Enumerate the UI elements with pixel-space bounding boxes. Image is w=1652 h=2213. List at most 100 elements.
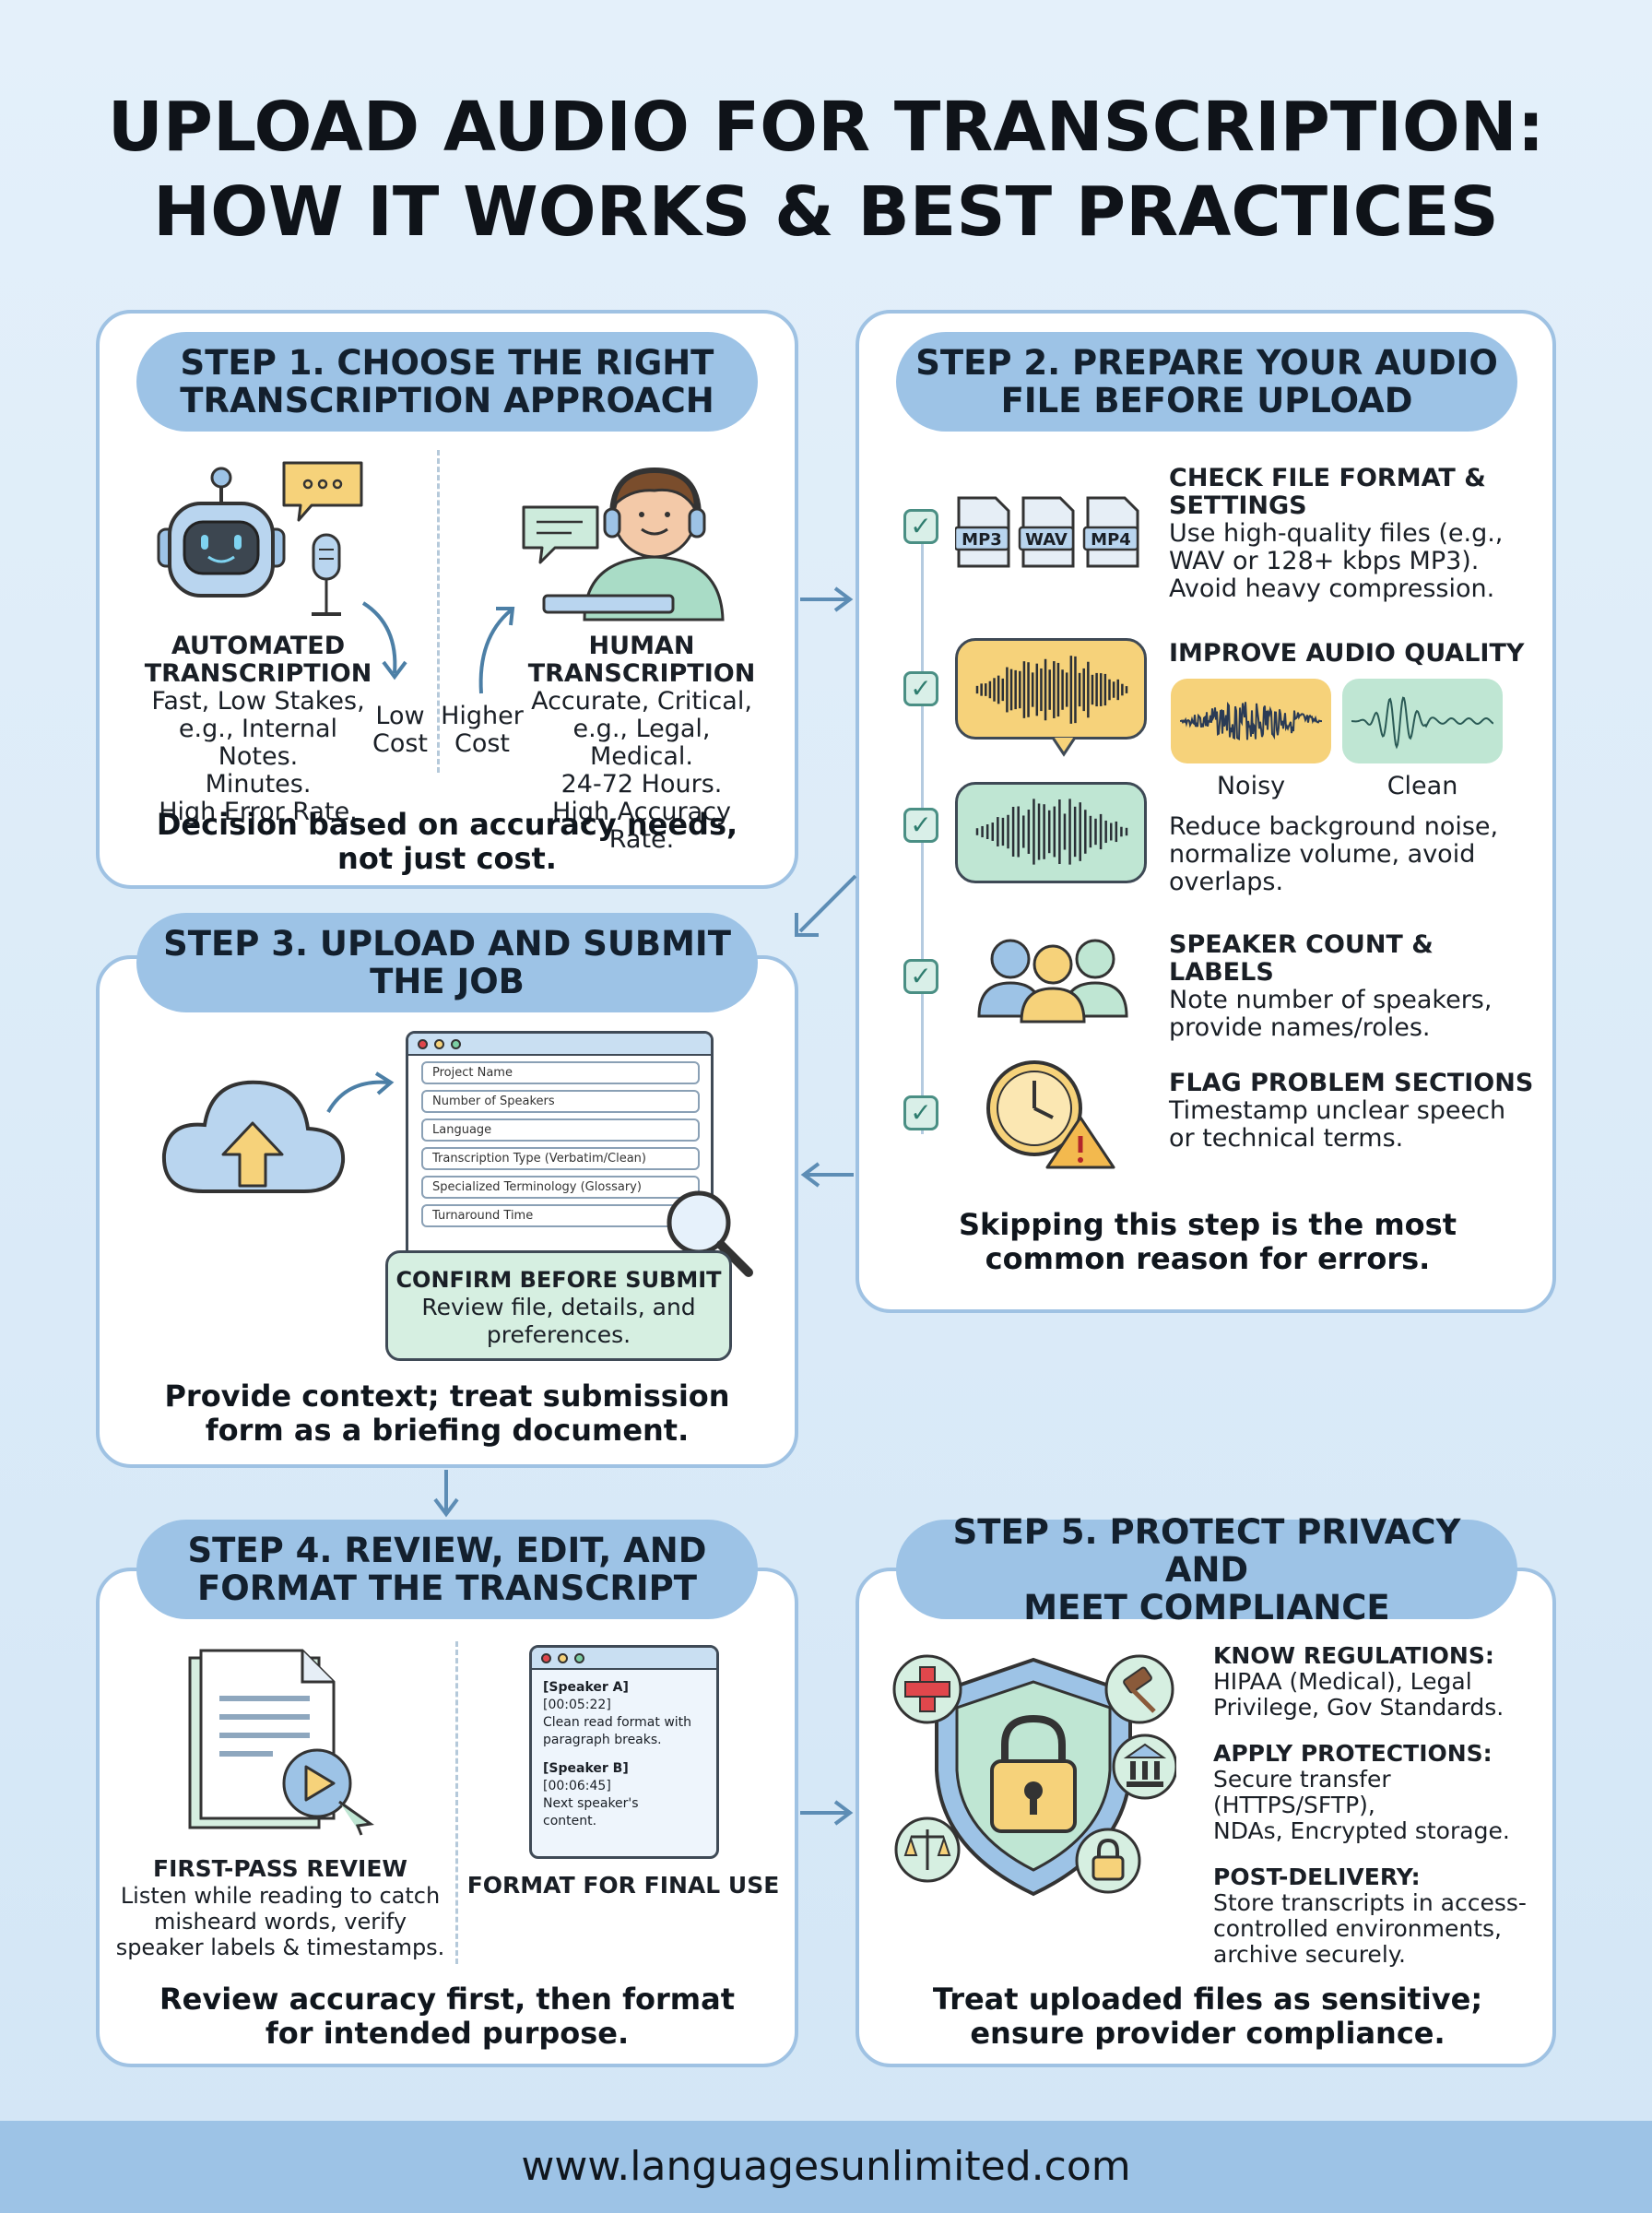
title-line-2: HOW IT WORKS & BEST PRACTICES	[153, 172, 1499, 252]
post-delivery-line-1: Store transcripts in access-	[1213, 1889, 1527, 1916]
step5-text: KNOW REGULATIONS: HIPAA (Medical), Legal…	[1213, 1643, 1545, 1968]
checkbox-speakers: ✓	[903, 959, 938, 994]
review-line-3: speaker labels & timestamps.	[115, 1935, 445, 1960]
automated-transcription-text: AUTOMATED TRANSCRIPTION Fast, Low Stakes…	[138, 633, 378, 826]
microphone-icon	[312, 533, 341, 616]
cloud-upload-icon	[161, 1080, 346, 1193]
step1-header-line2: TRANSCRIPTION APPROACH	[180, 381, 714, 420]
protections-line-2: NDAs, Encrypted storage.	[1213, 1817, 1510, 1844]
step1-note: Decision based on accuracy needs, not ju…	[138, 808, 756, 876]
confirm-before-submit-box: CONFIRM BEFORE SUBMIT Review file, detai…	[385, 1250, 732, 1361]
step5-note-1: Treat uploaded files as sensitive;	[932, 1982, 1483, 2017]
file-icons	[955, 496, 1139, 568]
human-line-3: 24-72 Hours.	[560, 770, 723, 799]
file-format-text: CHECK FILE FORMAT & SETTINGS Use high-qu…	[1169, 465, 1538, 603]
form-field-project-name[interactable]: Project Name	[421, 1061, 700, 1084]
audio-quality-line-2: normalize volume, avoid	[1169, 840, 1476, 869]
arrow-step2-to-step3-upper	[795, 874, 857, 937]
form-field-transcription-type[interactable]: Transcription Type (Verbatim/Clean)	[421, 1147, 700, 1170]
step5-header-line1: STEP 5. PROTECT PRIVACY AND	[952, 1511, 1461, 1590]
step2-note: Skipping this step is the most common re…	[885, 1208, 1530, 1276]
human-title-1: HUMAN	[588, 632, 695, 660]
higher-cost-2: Cost	[454, 729, 511, 758]
arrow-step3-to-step4	[433, 1470, 459, 1518]
upload-arrow-icon	[326, 1071, 395, 1113]
protections-title: APPLY PROTECTIONS:	[1213, 1740, 1493, 1767]
step3-note: Provide context; treat submission form a…	[138, 1379, 756, 1448]
problem-sections-line-2: or technical terms.	[1169, 1124, 1404, 1153]
auto-line-3: Minutes.	[205, 770, 312, 799]
transcript-close-dot	[541, 1652, 551, 1663]
low-cost-2: Cost	[372, 729, 429, 758]
clean-mini-waveform	[1351, 696, 1493, 750]
noisy-mini-waveform	[1180, 701, 1322, 740]
window-minimize-dot	[434, 1038, 444, 1049]
human-line-4: High Accuracy Rate.	[552, 798, 731, 854]
auto-title-1: AUTOMATED	[171, 632, 346, 660]
window-close-dot	[418, 1038, 428, 1049]
speaker-count-text: SPEAKER COUNT & LABELS Note number of sp…	[1169, 931, 1538, 1042]
step4-header-line2: FORMAT THE TRANSCRIPT	[196, 1568, 698, 1608]
transcript-maximize-dot	[574, 1652, 584, 1663]
page-title: UPLOAD AUDIO FOR TRANSCRIPTION: HOW IT W…	[0, 85, 1652, 254]
first-pass-review-text: FIRST-PASS REVIEW Listen while reading t…	[114, 1855, 446, 1960]
step5-header-line2: MEET COMPLIANCE	[1023, 1587, 1390, 1627]
review-line-2: misheard words, verify	[153, 1909, 407, 1935]
checkbox-noise: ✓	[903, 808, 938, 843]
transcript-title-bar	[532, 1648, 716, 1670]
human-transcriber-icon	[542, 467, 725, 621]
step3-note-2: form as a briefing document.	[205, 1413, 690, 1448]
speaker-count-title: SPEAKER COUNT & LABELS	[1169, 930, 1434, 987]
higher-cost-1: Higher	[441, 702, 524, 730]
speaker-count-line-1: Note number of speakers,	[1169, 986, 1493, 1014]
speaker-a-text-1: Clean read format with	[543, 1715, 692, 1730]
step2-header-line2: FILE BEFORE UPLOAD	[1000, 381, 1413, 420]
speaker-a-text-2: paragraph breaks.	[543, 1733, 662, 1747]
transcript-window: [Speaker A] [00:05:22] Clean read format…	[529, 1645, 719, 1859]
auto-line-2: e.g., Internal Notes.	[178, 715, 338, 771]
human-line-2: e.g., Legal, Medical.	[572, 715, 711, 771]
file-label-mp3: MP3	[962, 530, 1002, 550]
speaker-a-label: [Speaker A]	[543, 1680, 629, 1695]
clean-label: Clean	[1386, 772, 1458, 800]
human-title-2: TRANSCRIPTION	[527, 659, 756, 688]
speaker-b-label: [Speaker B]	[543, 1761, 629, 1776]
form-title-bar	[408, 1034, 711, 1056]
post-delivery-line-2: controlled environments,	[1213, 1915, 1502, 1942]
robot-icon	[157, 467, 286, 598]
form-field-terminology[interactable]: Specialized Terminology (Glossary)	[421, 1176, 700, 1199]
step1-header-line1: STEP 1. CHOOSE THE RIGHT	[180, 343, 714, 383]
transcript-body: [Speaker A] [00:05:22] Clean read format…	[532, 1670, 716, 1830]
auto-line-1: Fast, Low Stakes,	[151, 687, 365, 716]
shield-lock-icon	[892, 1654, 1176, 1897]
confirm-title: CONFIRM BEFORE SUBMIT	[395, 1267, 722, 1293]
post-delivery-title: POST-DELIVERY:	[1213, 1864, 1421, 1890]
form-field-language[interactable]: Language	[421, 1118, 700, 1142]
step4-note-1: Review accuracy first, then format	[159, 1982, 735, 2017]
step3-note-1: Provide context; treat submission	[164, 1379, 730, 1414]
footer-website-url[interactable]: www.languagesunlimited.com	[0, 2121, 1652, 2213]
step1-divider	[437, 450, 440, 773]
step1-note-2: not just cost.	[337, 841, 557, 876]
review-title: FIRST-PASS REVIEW	[153, 1855, 407, 1882]
form-field-speakers[interactable]: Number of Speakers	[421, 1090, 700, 1113]
step4-divider	[455, 1641, 458, 1964]
step2-note-2: common reason for errors.	[985, 1241, 1431, 1276]
form-field-turnaround[interactable]: Turnaround Time	[421, 1204, 700, 1227]
post-delivery-line-3: archive securely.	[1213, 1941, 1406, 1968]
file-label-mp4: MP4	[1091, 530, 1131, 550]
audio-quality-title: IMPROVE AUDIO QUALITY	[1169, 639, 1525, 668]
arrow-step4-to-step5	[800, 1800, 854, 1826]
step4-header-line1: STEP 4. REVIEW, EDIT, AND	[187, 1531, 707, 1570]
checkbox-audio-quality: ✓	[903, 671, 938, 706]
step4-note: Review accuracy first, then format for i…	[138, 1982, 756, 2051]
speaker-b-time: [00:06:45]	[543, 1779, 611, 1793]
checkbox-problem-sections: ✓	[903, 1095, 938, 1130]
low-cost-1: Low	[375, 702, 425, 730]
clock-warning-icon	[986, 1060, 1115, 1169]
file-format-line-3: Avoid heavy compression.	[1169, 574, 1495, 603]
file-format-title-1: CHECK FILE FORMAT &	[1169, 464, 1486, 492]
